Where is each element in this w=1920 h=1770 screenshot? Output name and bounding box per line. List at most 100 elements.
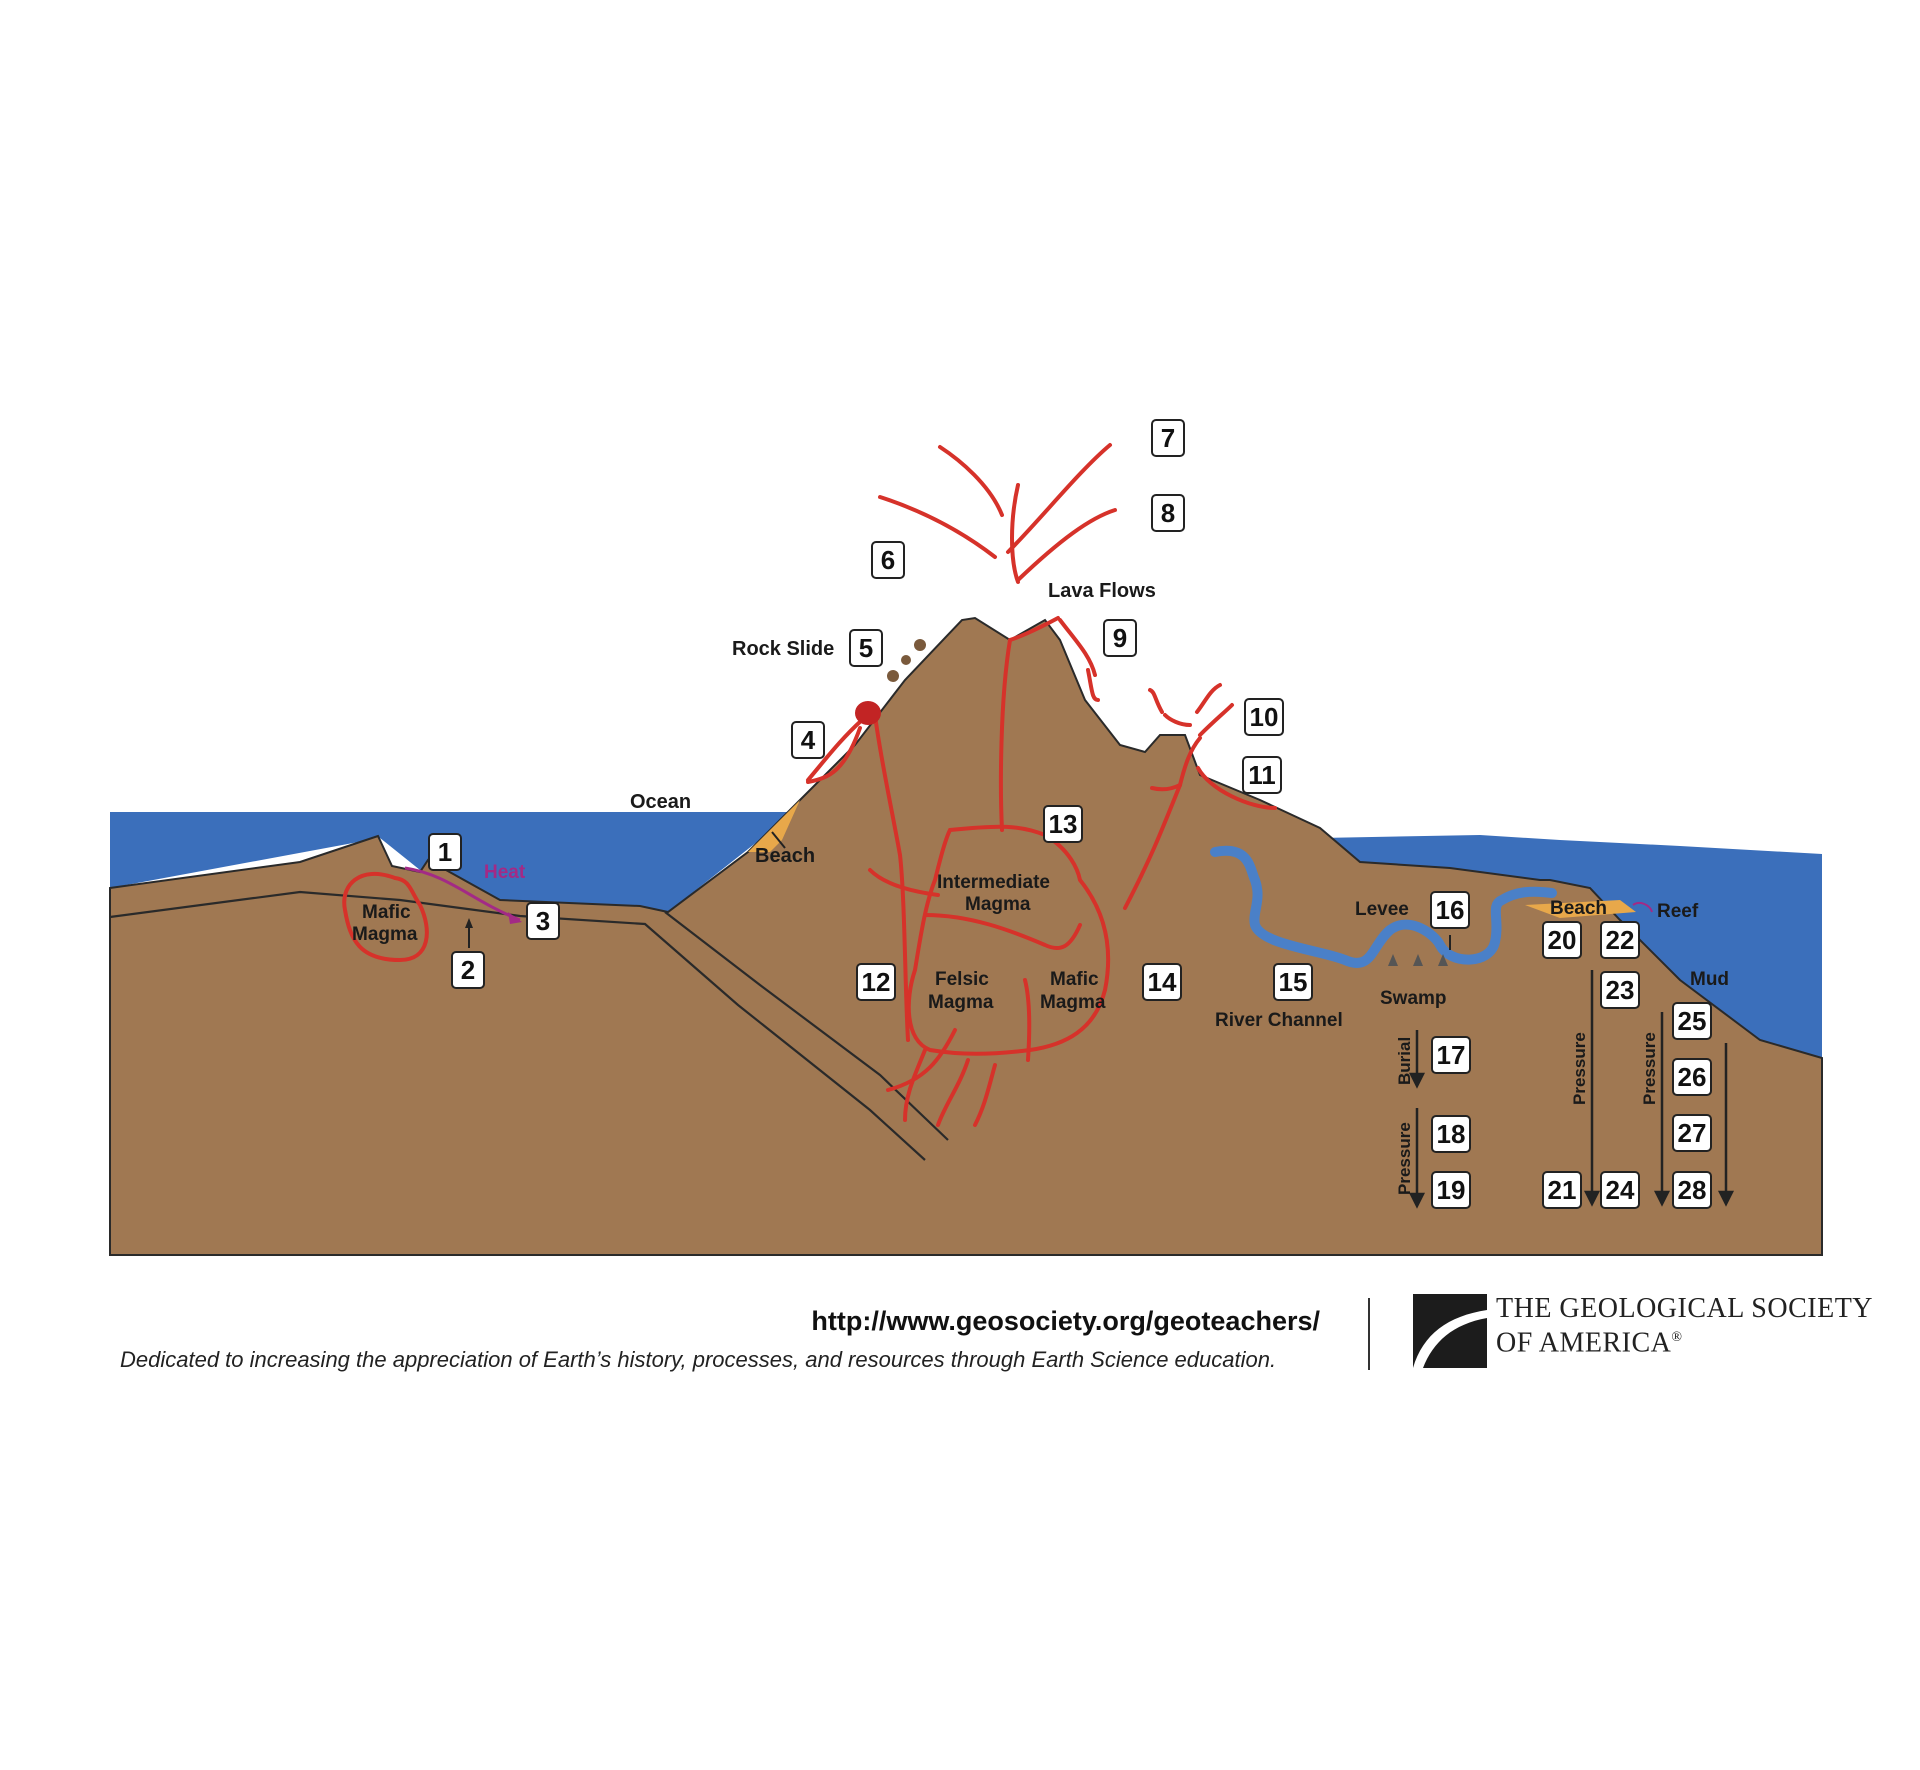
number-label-21: 21	[1548, 1175, 1577, 1205]
number-label-27: 27	[1678, 1118, 1707, 1148]
number-box-11	[1242, 756, 1282, 794]
number-label-19: 19	[1437, 1175, 1466, 1205]
number-label-9: 9	[1113, 623, 1127, 653]
number-label-10: 10	[1250, 702, 1279, 732]
number-box-8	[1151, 494, 1185, 532]
rock-slide-pebbles	[887, 639, 926, 682]
number-box-22	[1600, 921, 1640, 959]
label-pressure-3: Pressure	[1640, 1032, 1659, 1105]
footer-url[interactable]: http://www.geosociety.org/geoteachers/	[811, 1306, 1320, 1336]
label-pressure-1: Pressure	[1395, 1122, 1414, 1195]
number-label-3: 3	[536, 906, 550, 936]
number-label-17: 17	[1437, 1040, 1466, 1070]
registered-mark: ®	[1671, 1330, 1683, 1345]
number-label-15: 15	[1279, 967, 1308, 997]
lava-blob	[855, 701, 881, 725]
number-box-19	[1431, 1171, 1471, 1209]
number-box-2	[451, 951, 485, 989]
swamp-trees	[1388, 954, 1448, 966]
number-label-12: 12	[862, 967, 891, 997]
number-box-23	[1600, 971, 1640, 1009]
river-channel	[1210, 845, 1557, 968]
number-box-3	[526, 902, 560, 940]
label-mafic-left-2: Magma	[352, 924, 418, 945]
label-swamp: Swamp	[1380, 988, 1447, 1009]
number-box-21	[1542, 1171, 1582, 1209]
number-box-26	[1672, 1058, 1712, 1096]
number-label-11: 11	[1248, 760, 1276, 790]
number-label-23: 23	[1606, 975, 1635, 1005]
number-label-8: 8	[1161, 498, 1175, 528]
number-box-4	[791, 721, 825, 759]
ocean-right	[1320, 835, 1822, 1058]
label-mud: Mud	[1690, 969, 1729, 990]
number-label-25: 25	[1678, 1006, 1707, 1036]
crust-line-lower	[664, 911, 949, 1141]
label-intermediate-2: Magma	[965, 894, 1031, 915]
number-label-14: 14	[1148, 967, 1177, 997]
label-lava-flows: Lava Flows	[1048, 580, 1156, 602]
label-ocean: Ocean	[630, 791, 691, 813]
number-box-13	[1043, 805, 1083, 843]
number-box-28	[1672, 1171, 1712, 1209]
number-box-15	[1273, 963, 1313, 1001]
number-label-18: 18	[1437, 1119, 1466, 1149]
number-box-17	[1431, 1036, 1471, 1074]
footer-divider	[1368, 1298, 1370, 1370]
number-label-26: 26	[1678, 1062, 1707, 1092]
number-box-27	[1672, 1114, 1712, 1152]
number-label-1: 1	[438, 837, 452, 867]
number-label-5: 5	[859, 633, 873, 663]
number-box-6	[871, 541, 905, 579]
number-box-16	[1430, 891, 1470, 929]
label-intermediate-1: Intermediate	[937, 872, 1050, 893]
label-beach-left: Beach	[755, 845, 815, 867]
number-label-24: 24	[1606, 1175, 1635, 1205]
beach-left-sand	[748, 800, 800, 852]
number-box-20	[1542, 921, 1582, 959]
heat-arrowhead	[508, 912, 522, 924]
beach-right-sand	[1525, 900, 1636, 918]
number-label-6: 6	[881, 545, 895, 575]
number-box-14	[1142, 963, 1182, 1001]
number-box-10	[1244, 698, 1284, 736]
reef-mark	[1632, 902, 1653, 913]
number-label-28: 28	[1678, 1175, 1707, 1205]
label-burial: Burial	[1395, 1037, 1414, 1085]
org-line-2: OF AMERICA	[1496, 1327, 1672, 1359]
magma-lines	[342, 443, 1277, 1127]
number-box-1	[428, 833, 462, 871]
number-label-20: 20	[1548, 925, 1577, 955]
label-reef: Reef	[1657, 901, 1699, 922]
number-label-13: 13	[1049, 809, 1078, 839]
label-felsic-2: Magma	[928, 992, 994, 1013]
number-box-9	[1103, 619, 1137, 657]
number-box-7	[1151, 419, 1185, 457]
label-mafic-left-1: Mafic	[362, 902, 411, 923]
label-mafic-center-1: Mafic	[1050, 969, 1099, 990]
gsa-logo-icon	[1413, 1294, 1487, 1368]
number-box-12	[856, 963, 896, 1001]
footer-dedication: Dedicated to increasing the appreciation…	[120, 1347, 1277, 1372]
label-beach-right: Beach	[1550, 898, 1607, 919]
number-box-18	[1431, 1115, 1471, 1153]
label-rock-slide: Rock Slide	[732, 638, 834, 660]
label-levee: Levee	[1355, 899, 1409, 920]
label-heat: Heat	[484, 862, 526, 883]
label-mafic-center-2: Magma	[1040, 992, 1106, 1013]
number-box-5	[849, 629, 883, 667]
label-river-channel: River Channel	[1215, 1010, 1343, 1031]
depth-arrows	[1408, 970, 1735, 1209]
beach-leader	[771, 831, 786, 849]
org-line-2-wrap: OF AMERICA®	[1496, 1323, 1873, 1357]
rock-body	[109, 616, 1823, 1256]
organization-name: THE GEOLOGICAL SOCIETY OF AMERICA®	[1496, 1294, 1873, 1357]
heat-arrow	[404, 866, 521, 922]
number-box-24	[1600, 1171, 1640, 1209]
label-felsic-1: Felsic	[935, 969, 989, 990]
crust-line	[109, 890, 926, 1161]
number-label-2: 2	[461, 955, 475, 985]
number-label-16: 16	[1436, 895, 1465, 925]
